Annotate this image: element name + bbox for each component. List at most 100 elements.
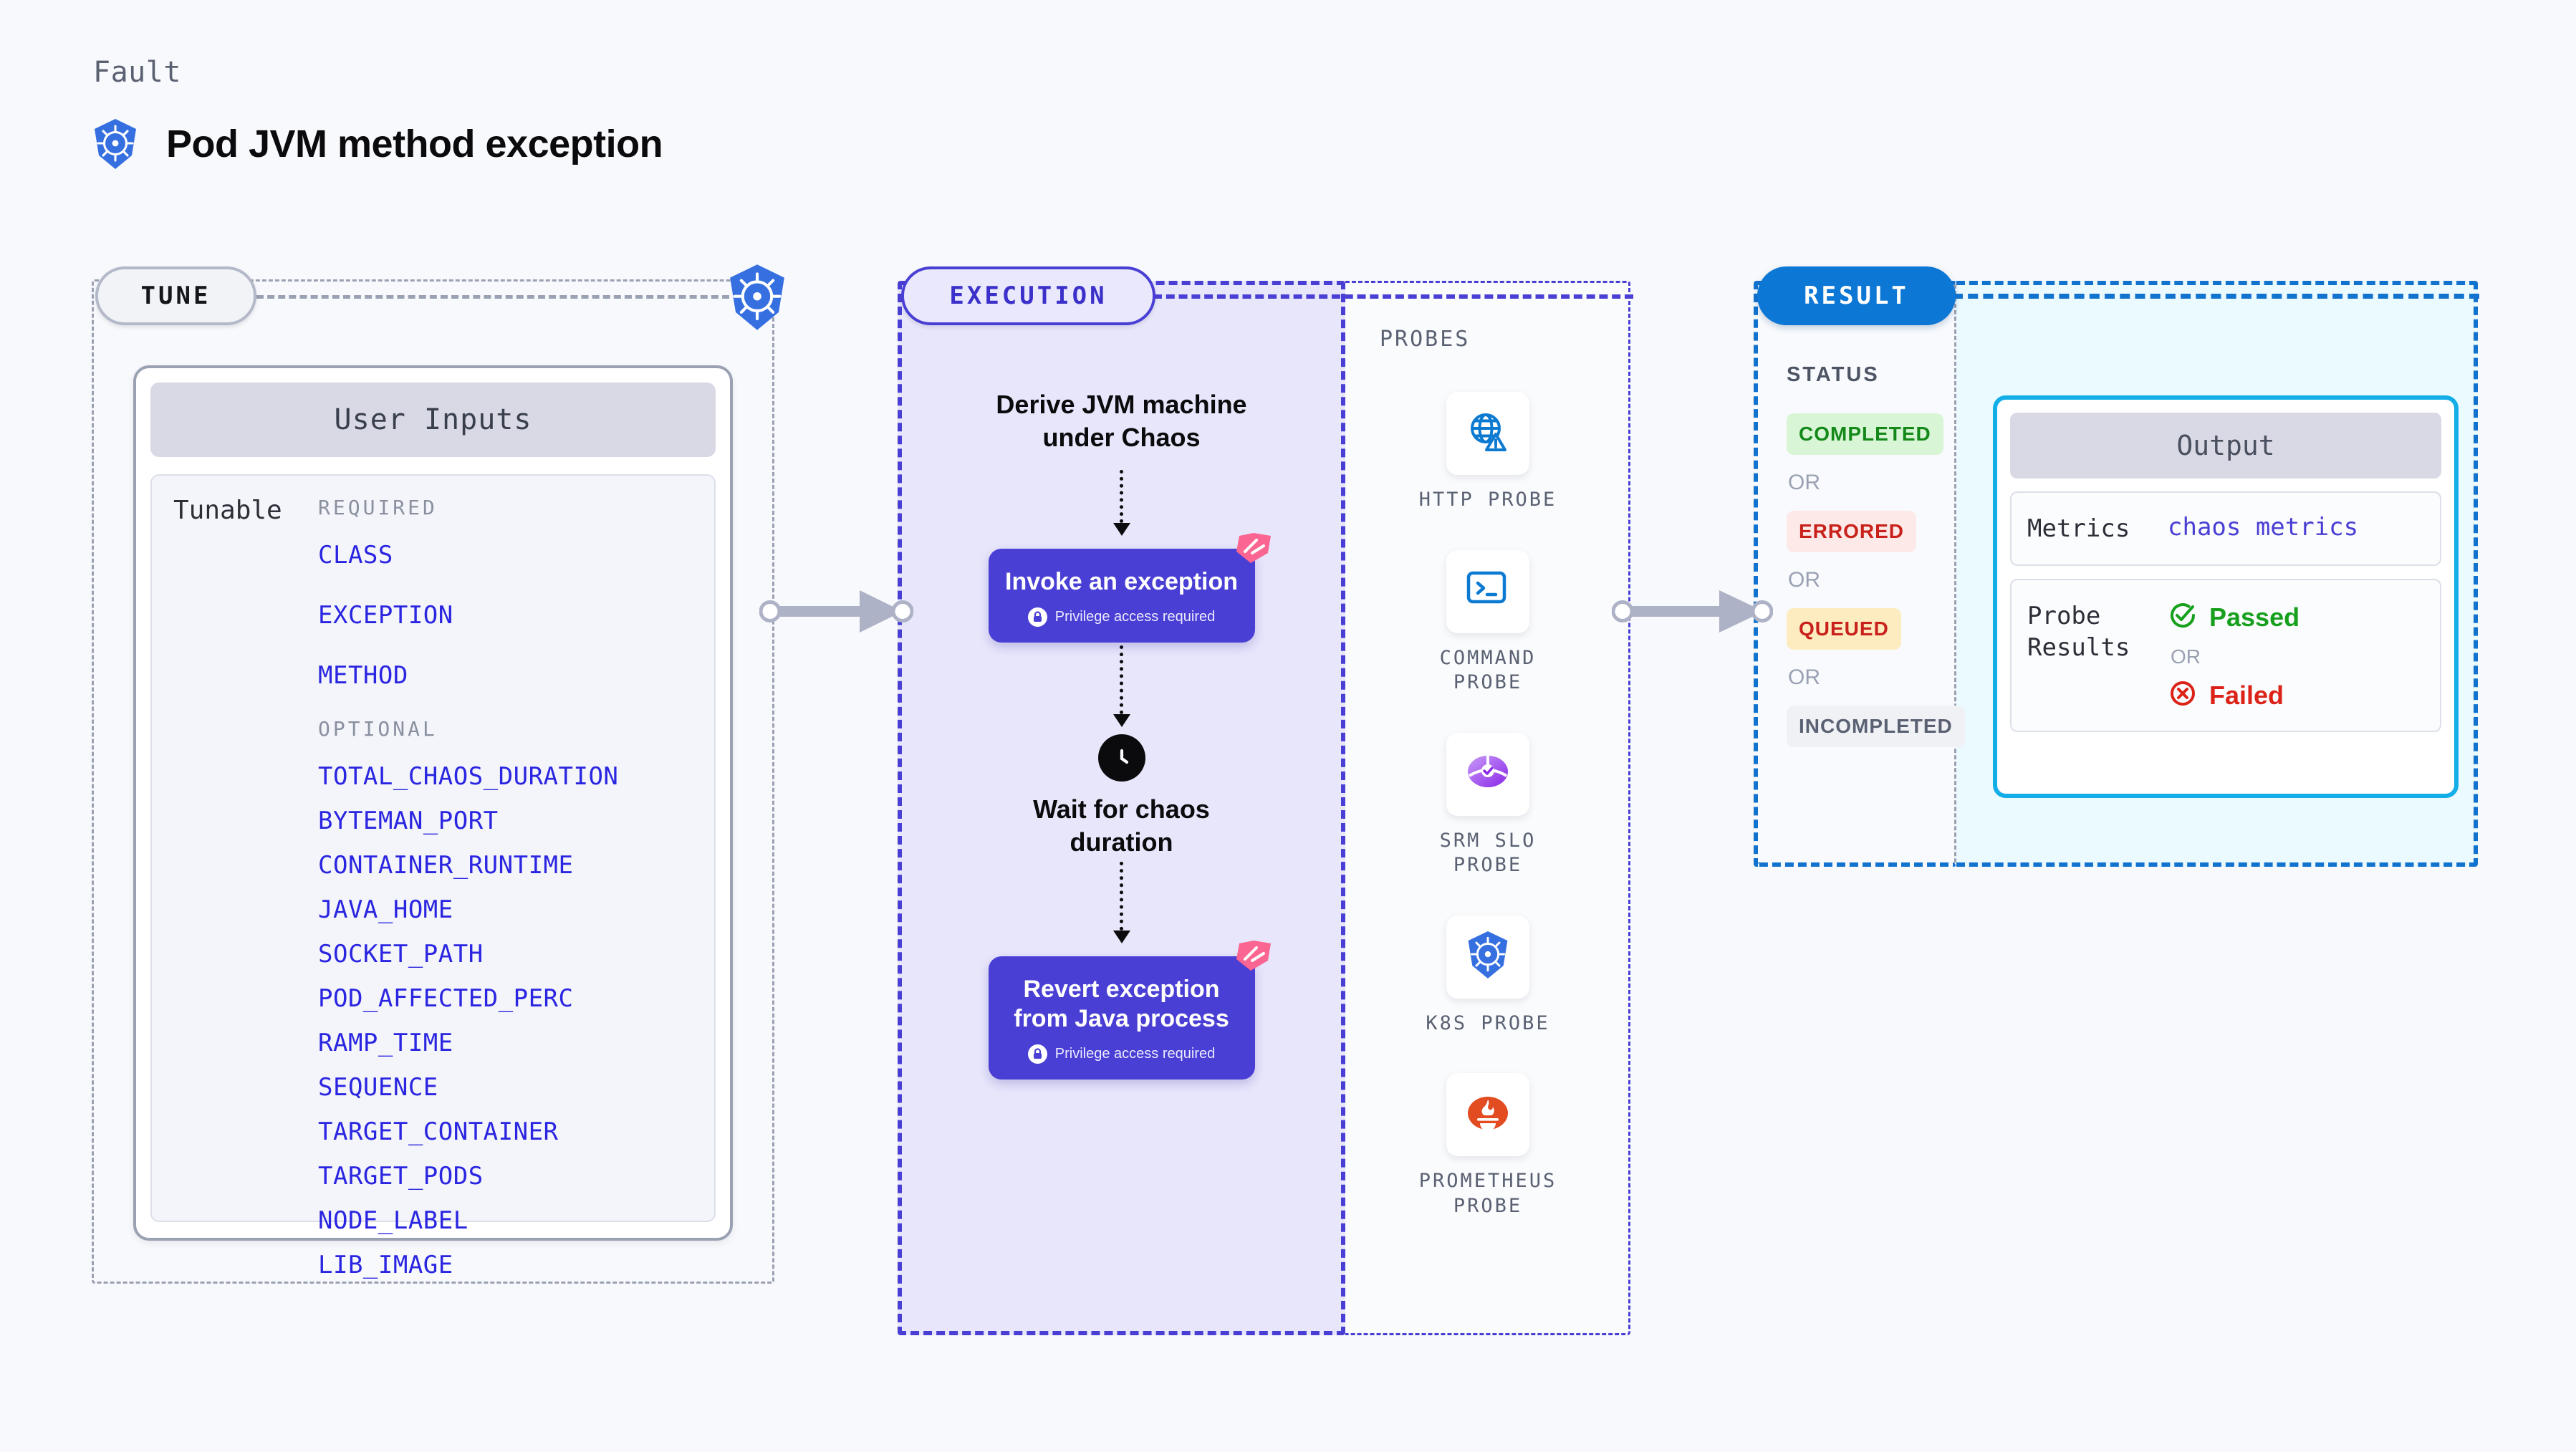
globe-warning-icon — [1464, 408, 1512, 459]
stage-badge-execution[interactable]: EXECUTION — [901, 266, 1155, 325]
parameter-item[interactable]: CLASS — [318, 541, 393, 569]
node-title: Invoke an exception — [1005, 568, 1238, 596]
parameter-item[interactable]: SEQUENCE — [318, 1073, 438, 1102]
parameter-item[interactable]: TOTAL_CHAOS_DURATION — [318, 762, 619, 791]
result-region — [1754, 281, 1956, 867]
x-circle-icon — [2168, 678, 2198, 712]
parameter-item[interactable]: TARGET_CONTAINER — [318, 1117, 559, 1146]
status-badge-completed: COMPLETED — [1787, 413, 1943, 455]
or-separator: OR — [2171, 645, 2201, 668]
status-list: COMPLETED OR ERRORED OR QUEUED OR INCOMP… — [1787, 413, 1965, 747]
clock-icon — [1097, 734, 1145, 782]
flow-arrowhead — [1112, 523, 1130, 537]
probe-label: HTTP PROBE — [1418, 489, 1557, 511]
status-badge-queued: QUEUED — [1787, 608, 1901, 650]
stage-badge-tune[interactable]: TUNE — [95, 266, 256, 325]
flow-connector — [1120, 645, 1123, 714]
probe-result-failed: Failed — [2168, 678, 2299, 712]
optional-parameter-list: TOTAL_CHAOS_DURATION BYTEMAN_PORT CONTAI… — [318, 762, 714, 1279]
result-connector-line — [1953, 294, 2479, 299]
probe-tile — [1446, 732, 1529, 816]
parameter-item[interactable]: RAMP_TIME — [318, 1029, 453, 1057]
output-row-metrics: Metrics chaos metrics — [2010, 491, 2441, 567]
parameter-item[interactable]: CONTAINER_RUNTIME — [318, 851, 574, 880]
probe-failed-label: Failed — [2209, 680, 2284, 710]
probe-item-command[interactable]: COMMAND PROBE — [1398, 549, 1577, 696]
required-parameter-list: CLASS EXCEPTION METHOD — [318, 541, 714, 690]
probe-label: SRM SLO PROBE — [1439, 829, 1537, 877]
probe-item-k8s[interactable]: K8S PROBE — [1426, 915, 1549, 1037]
parameter-item[interactable]: LIB_IMAGE — [318, 1251, 453, 1279]
output-metrics-value[interactable]: chaos metrics — [2168, 513, 2359, 542]
probe-tile — [1446, 549, 1529, 633]
probe-result-values: Passed OR Failed — [2168, 600, 2299, 712]
flow-connector — [1120, 470, 1123, 524]
output-title: Output — [2010, 413, 2441, 479]
probe-item-http[interactable]: HTTP PROBE — [1419, 392, 1557, 513]
kubernetes-icon — [1465, 931, 1511, 983]
user-inputs-title: User Inputs — [150, 383, 716, 457]
kubernetes-icon — [726, 264, 789, 335]
node-subtitle: Privilege access required — [1054, 1045, 1216, 1062]
node-subtitle-row: Privilege access required — [1003, 607, 1241, 627]
parameter-item[interactable]: SOCKET_PATH — [318, 940, 484, 968]
parameter-item[interactable]: POD_AFFECTED_PERC — [318, 984, 574, 1013]
stage-badge-result[interactable]: RESULT — [1757, 266, 1956, 325]
probe-tile — [1446, 392, 1529, 475]
lock-icon — [1027, 1044, 1047, 1064]
probes-title: PROBES — [1380, 327, 1471, 352]
probe-label: K8S PROBE — [1426, 1011, 1550, 1034]
prometheus-icon — [1465, 1092, 1511, 1138]
parameter-columns: REQUIRED CLASS EXCEPTION METHOD OPTIONAL… — [318, 496, 714, 1279]
execution-region — [898, 281, 1345, 1335]
required-section-title: REQUIRED — [318, 496, 438, 519]
user-inputs-card: User Inputs Tunable REQUIRED CLASS EXCEP… — [133, 365, 733, 1279]
parameter-item[interactable]: BYTEMAN_PORT — [318, 807, 499, 835]
probe-list: HTTP PROBE COMMAND PROBE — [1345, 392, 1630, 1218]
optional-section-title: OPTIONAL — [318, 717, 438, 741]
kubernetes-icon — [92, 118, 139, 170]
terminal-prompt-icon — [1465, 568, 1511, 615]
or-separator: OR — [1788, 665, 1820, 689]
probe-result-passed: Passed — [2168, 600, 2299, 634]
lock-icon — [1027, 607, 1047, 627]
probe-label: PROMETHEUS PROBE — [1418, 1170, 1557, 1217]
status-badge-errored: ERRORED — [1787, 511, 1917, 552]
arrow-tune-to-execution — [759, 577, 914, 649]
node-subtitle: Privilege access required — [1054, 608, 1216, 625]
execution-node-invoke-exception[interactable]: Invoke an exception Privilege access req… — [988, 533, 1271, 643]
harness-logo-icon — [1232, 530, 1274, 575]
or-separator: OR — [1788, 568, 1820, 592]
parameter-item[interactable]: NODE_LABEL — [318, 1206, 468, 1235]
harness-logo-icon — [1232, 938, 1274, 983]
flow-arrowhead — [1112, 930, 1130, 943]
probe-tile — [1446, 1073, 1529, 1157]
parameter-item[interactable]: EXCEPTION — [318, 601, 453, 630]
or-separator: OR — [1788, 471, 1820, 494]
parameter-item[interactable]: TARGET_PODS — [318, 1162, 484, 1191]
tune-region — [92, 279, 774, 1284]
probe-item-srm-slo[interactable]: SRM SLO PROBE — [1398, 732, 1577, 878]
probes-panel: PROBES — [1345, 281, 1630, 1335]
user-inputs-body: Tunable REQUIRED CLASS EXCEPTION METHOD … — [150, 474, 716, 1279]
status-title: STATUS — [1787, 363, 1880, 386]
tune-connector-line — [256, 295, 729, 299]
probe-item-prometheus[interactable]: PROMETHEUS PROBE — [1398, 1073, 1577, 1218]
parameter-item[interactable]: METHOD — [318, 661, 408, 690]
eyebrow-label: Fault — [93, 56, 181, 89]
srm-slo-gauge-icon — [1465, 751, 1511, 797]
flow-arrowhead — [1112, 713, 1130, 727]
status-badge-incompleted: INCOMPLETED — [1787, 706, 1965, 747]
probe-passed-label: Passed — [2209, 602, 2300, 632]
page-title: Pod JVM method exception — [166, 122, 663, 165]
check-circle-icon — [2168, 600, 2198, 634]
parameter-item[interactable]: JAVA_HOME — [318, 895, 453, 924]
probe-label: COMMAND PROBE — [1439, 646, 1537, 694]
